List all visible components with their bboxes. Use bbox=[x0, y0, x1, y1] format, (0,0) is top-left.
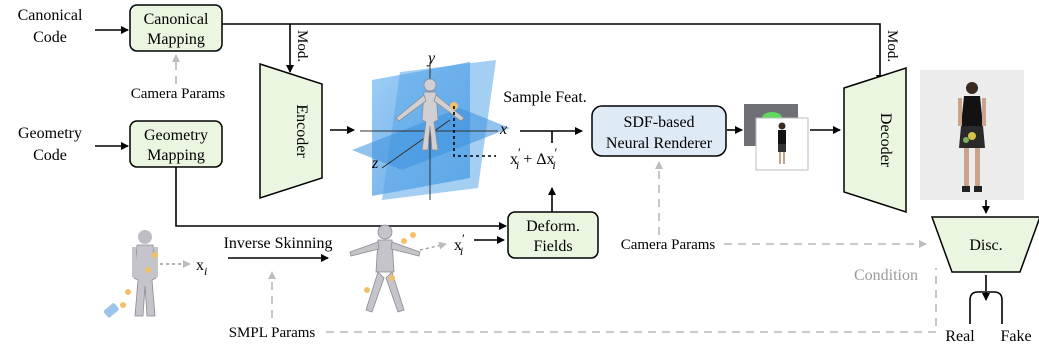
geometry-code-label-2: Code bbox=[33, 147, 67, 164]
arrow-geometry-to-deform bbox=[175, 167, 507, 230]
canonical-human-icon bbox=[349, 224, 421, 313]
deform-fields-box: Deform. Fields bbox=[507, 211, 599, 259]
sample-projection-dotted bbox=[453, 106, 496, 157]
smpl-params-label: SMPL Params bbox=[229, 325, 316, 341]
human-figure-icon bbox=[395, 78, 465, 151]
decoder-block: Decoder bbox=[843, 66, 907, 214]
triplane-illustration: y x z bbox=[352, 50, 510, 200]
x-axis-label: x bbox=[499, 121, 507, 138]
canonical-mapping-box: Canonical Mapping bbox=[129, 4, 223, 52]
arrow-canonical-to-decoder bbox=[222, 23, 884, 83]
xi-prime-label: x′i bbox=[454, 231, 465, 258]
deform-fields-label-2: Fields bbox=[533, 238, 572, 255]
renderer-box: SDF-based Neural Renderer bbox=[591, 105, 727, 157]
geometry-mapping-label-2: Mapping bbox=[147, 147, 205, 164]
renderer-label-1: SDF-based bbox=[623, 114, 694, 131]
mod-encoder-label: Mod. bbox=[294, 30, 310, 62]
encoder-label: Encoder bbox=[293, 104, 310, 158]
encoder-block: Encoder bbox=[259, 62, 323, 200]
camera-params-bottom-label: Camera Params bbox=[621, 237, 716, 253]
y-axis-label: y bbox=[426, 50, 436, 67]
geometry-mapping-label-1: Geometry bbox=[144, 127, 208, 144]
arrow-canonical-point-to-xi-prime bbox=[419, 241, 447, 251]
decoder-label: Decoder bbox=[877, 113, 894, 168]
geometry-mapping-box: Geometry Mapping bbox=[129, 120, 223, 168]
discriminator-block: Disc. bbox=[930, 216, 1039, 273]
disc-label: Disc. bbox=[969, 237, 1002, 254]
canonical-mapping-label-2: Mapping bbox=[147, 31, 205, 48]
real-label: Real bbox=[945, 328, 975, 345]
fake-label: Fake bbox=[1000, 328, 1031, 345]
rendered-images-icon bbox=[744, 104, 809, 171]
geometry-code-label-1: Geometry bbox=[18, 125, 82, 142]
posed-human-icon bbox=[103, 230, 158, 318]
z-axis-line bbox=[381, 119, 451, 169]
z-axis-label: z bbox=[371, 155, 379, 172]
deform-fields-label-1: Deform. bbox=[526, 218, 580, 235]
canonical-code-label-2: Code bbox=[33, 29, 67, 46]
condition-label: Condition bbox=[854, 267, 918, 284]
deformed-point-formula: x′i + Δx′i bbox=[510, 145, 558, 172]
inverse-skinning-label: Inverse Skinning bbox=[224, 235, 333, 252]
smpl-to-disc-condition bbox=[326, 268, 937, 333]
xi-label: xi bbox=[196, 257, 207, 278]
output-image-icon bbox=[920, 70, 1024, 200]
mod-decoder-label: Mod. bbox=[884, 30, 900, 62]
canonical-mapping-label-1: Canonical bbox=[144, 11, 209, 28]
camera-params-top-label: Camera Params bbox=[131, 86, 226, 102]
canonical-code-label-1: Canonical bbox=[18, 7, 83, 24]
sample-feat-label: Sample Feat. bbox=[503, 89, 587, 106]
renderer-label-2: Neural Renderer bbox=[606, 135, 713, 152]
